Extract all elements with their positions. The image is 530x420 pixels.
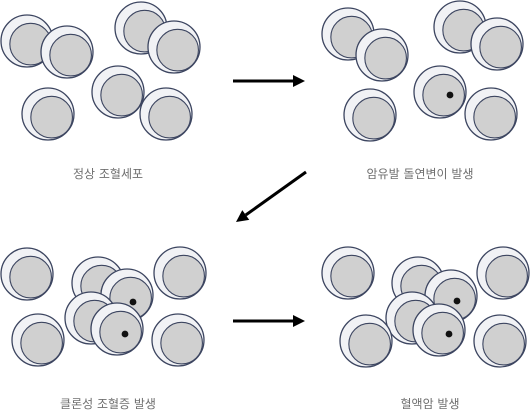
clonal-cell-6	[90, 302, 144, 356]
cell-nucleus	[30, 95, 73, 139]
cell-nucleus	[9, 255, 52, 299]
mutation-cell-2	[355, 28, 409, 82]
label-blood-cancer: 혈액암 발생	[400, 397, 460, 411]
cell-nucleus	[364, 36, 407, 80]
cell-nucleus	[99, 310, 142, 354]
cell-nucleus	[49, 33, 92, 77]
cell-nucleus	[20, 321, 63, 365]
cell-nucleus	[348, 322, 391, 366]
clonal-cell-1	[0, 247, 54, 301]
mutation-cell-5	[413, 65, 467, 119]
mutation-marker	[129, 298, 137, 306]
label-normal-cells: 정상 조혈세포	[72, 167, 144, 181]
cell-nucleus	[422, 73, 465, 117]
cell-nucleus	[100, 73, 143, 117]
cell-nucleus	[148, 95, 191, 139]
cell-nucleus	[479, 25, 522, 69]
cell-nucleus	[162, 254, 205, 298]
cell-nucleus	[160, 321, 203, 365]
arrow-clonal-to-cancer	[233, 315, 305, 327]
mutation-marker	[121, 330, 129, 338]
arrow-head	[236, 210, 250, 222]
clonal-cell-2	[153, 246, 207, 300]
normal-cell-7	[139, 87, 193, 141]
label-mutation-occurs: 암유발 돌연변이 발생	[366, 167, 474, 181]
arrow-normal-to-mutation	[233, 75, 305, 87]
cancer-cell-1	[321, 246, 375, 300]
mutation-cell-4	[470, 17, 524, 71]
label-clonal-hematopoiesis: 클론성 조혈증 발생	[60, 397, 156, 411]
cell-nucleus	[421, 311, 464, 355]
mutation-cell-7	[464, 87, 518, 141]
mutation-marker	[453, 297, 461, 305]
clonal-cell-7	[11, 313, 65, 367]
cell-nucleus	[482, 322, 525, 366]
normal-cell-2	[40, 25, 94, 79]
arrow-head	[293, 75, 305, 87]
cell-nucleus	[485, 254, 528, 298]
clonal-cell-8	[151, 313, 205, 367]
cancer-cell-2	[476, 246, 530, 300]
cell-nucleus	[473, 95, 516, 139]
cell-nucleus	[156, 28, 199, 72]
arrows-layer	[233, 75, 307, 327]
cell-nucleus	[352, 96, 395, 140]
cancer-cell-7	[339, 314, 393, 368]
mutation-cell-6	[343, 88, 397, 142]
normal-cell-6	[21, 87, 75, 141]
arrow-mutation-to-clonal	[236, 170, 307, 222]
arrow-shaft	[244, 170, 307, 217]
cells-layer	[0, 0, 530, 368]
normal-cell-4	[147, 20, 201, 74]
cell-nucleus	[330, 254, 373, 298]
cancer-cell-8	[473, 314, 527, 368]
mutation-marker	[446, 91, 454, 99]
normal-cell-5	[91, 65, 145, 119]
cancer-cell-6	[412, 303, 466, 357]
mutation-marker	[445, 330, 453, 338]
arrow-head	[293, 315, 305, 327]
